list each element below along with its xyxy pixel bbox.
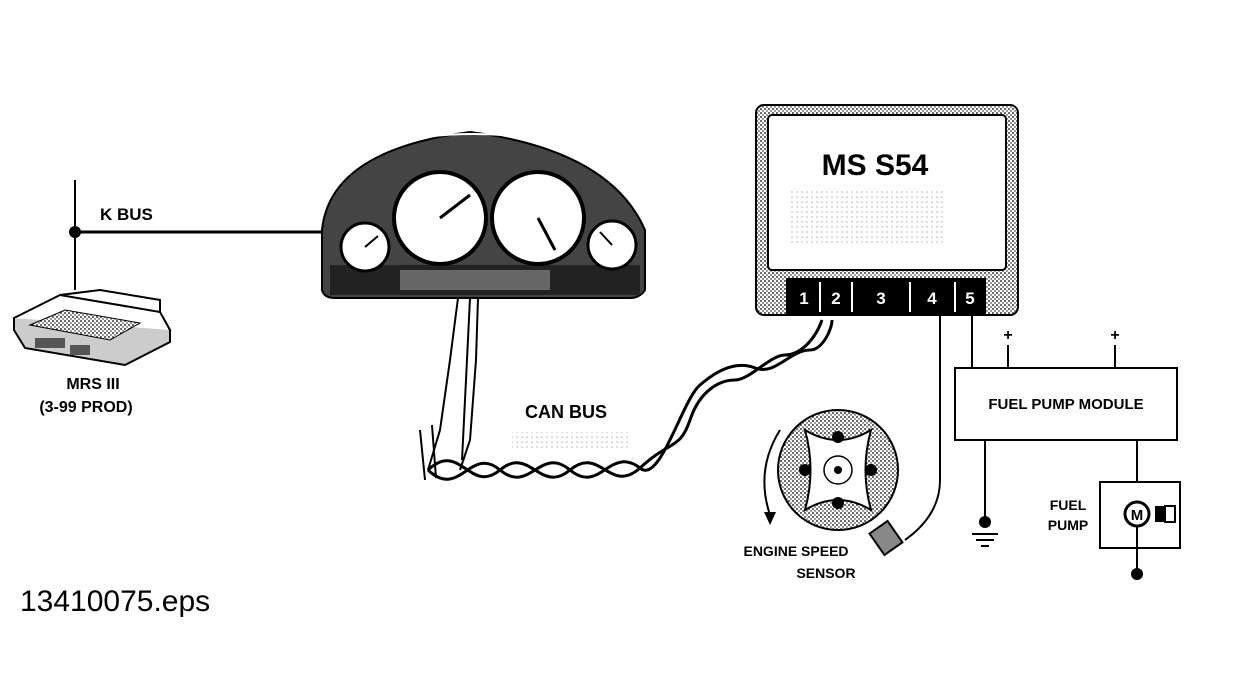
k-bus-wiring <box>69 180 330 290</box>
fuel-pump-module-box <box>954 367 1178 441</box>
can-bus-sublabel-blur <box>512 432 630 450</box>
mrs-label-line2: (3-99 PROD) <box>39 399 132 416</box>
fuel-pump-label-line1: FUEL <box>1050 497 1087 513</box>
ecu-pin-2: 2 <box>831 289 840 308</box>
sensor-label-line1: ENGINE SPEED <box>743 543 848 559</box>
airbag-module-icon <box>12 288 172 367</box>
sensor-label-line2: SENSOR <box>796 565 855 581</box>
fuel-pump-label-line2: PUMP <box>1048 517 1088 533</box>
engine-speed-sensor-icon <box>763 409 904 557</box>
pin5-wire <box>971 314 1116 368</box>
k-bus-label: K BUS <box>100 205 153 224</box>
instrument-cluster-icon <box>321 130 646 299</box>
can-bus-label: CAN BUS <box>525 402 607 422</box>
ecu-title: MS S54 <box>822 149 929 182</box>
ecu-pin-5: 5 <box>965 289 974 308</box>
ground-icon <box>972 440 998 547</box>
ecu-box-icon <box>755 104 1019 316</box>
plus-sign-1: + <box>1003 327 1012 344</box>
file-name-label: 13410075.eps <box>20 585 210 618</box>
fuel-pump-module-label: FUEL PUMP MODULE <box>988 396 1143 413</box>
can-bus-twisted-pair <box>426 319 834 481</box>
plus-sign-2: + <box>1110 327 1119 344</box>
cluster-cable <box>419 297 479 481</box>
fuel-pump-ground-dot <box>1131 568 1143 580</box>
mrs-label-line1: MRS III <box>66 376 119 393</box>
k-bus-junction <box>69 226 81 238</box>
ecu-pin-3: 3 <box>876 289 885 308</box>
motor-label: M <box>1131 507 1144 524</box>
ecu-pin-4: 4 <box>927 289 937 308</box>
ecu-pin-1: 1 <box>799 289 808 308</box>
sensor-wire <box>904 314 941 541</box>
